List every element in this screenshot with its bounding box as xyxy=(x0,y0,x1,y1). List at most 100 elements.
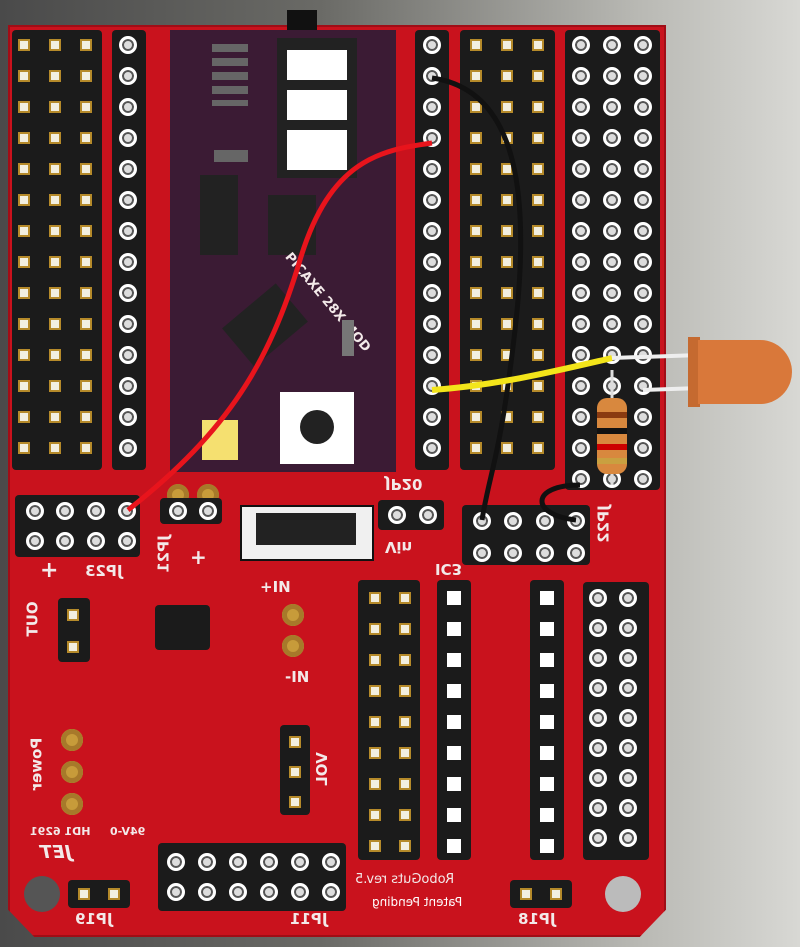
lower-hole[interactable] xyxy=(589,679,607,697)
out-pin[interactable] xyxy=(67,641,79,653)
lower-hole[interactable] xyxy=(619,739,637,757)
header-pin[interactable] xyxy=(501,256,513,268)
socket-pin[interactable] xyxy=(540,715,554,729)
header-hole[interactable] xyxy=(119,67,137,85)
header-hole[interactable] xyxy=(572,377,590,395)
ic3-pin[interactable] xyxy=(504,512,522,530)
vol-pin[interactable] xyxy=(289,736,301,748)
header-pin[interactable] xyxy=(18,256,30,268)
header-pin[interactable] xyxy=(532,380,544,392)
header-pin[interactable] xyxy=(18,225,30,237)
socket-pin[interactable] xyxy=(447,746,461,760)
lower-hole[interactable] xyxy=(619,679,637,697)
header-pin[interactable] xyxy=(18,39,30,51)
lower-hole[interactable] xyxy=(619,589,637,607)
jp11-pin[interactable] xyxy=(167,883,185,901)
power-pad[interactable] xyxy=(61,761,83,783)
header-pin[interactable] xyxy=(532,287,544,299)
header-hole[interactable] xyxy=(423,346,441,364)
header-hole[interactable] xyxy=(423,160,441,178)
jp18-pin[interactable] xyxy=(520,888,532,900)
lower-hole[interactable] xyxy=(619,829,637,847)
lower-pin[interactable] xyxy=(369,778,381,790)
socket-pin[interactable] xyxy=(447,622,461,636)
header-pin[interactable] xyxy=(470,163,482,175)
header-hole[interactable] xyxy=(572,408,590,426)
header-pin[interactable] xyxy=(501,318,513,330)
header-hole[interactable] xyxy=(119,129,137,147)
jp11-pin[interactable] xyxy=(229,883,247,901)
header-hole[interactable] xyxy=(572,253,590,271)
header-pin[interactable] xyxy=(80,163,92,175)
header-hole[interactable] xyxy=(119,377,137,395)
lower-hole[interactable] xyxy=(619,769,637,787)
socket-pin[interactable] xyxy=(447,653,461,667)
header-pin[interactable] xyxy=(532,349,544,361)
header-pin[interactable] xyxy=(532,163,544,175)
header-pin[interactable] xyxy=(470,132,482,144)
header-hole[interactable] xyxy=(423,98,441,116)
header-pin[interactable] xyxy=(49,39,61,51)
jp23-pin[interactable] xyxy=(56,532,74,550)
header-pin[interactable] xyxy=(49,225,61,237)
lower-hole[interactable] xyxy=(619,649,637,667)
lower-hole[interactable] xyxy=(619,799,637,817)
header-hole[interactable] xyxy=(119,253,137,271)
jp18-pin[interactable] xyxy=(550,888,562,900)
lower-pin[interactable] xyxy=(369,716,381,728)
jp11-pin[interactable] xyxy=(167,853,185,871)
header-pin[interactable] xyxy=(49,349,61,361)
header-pin[interactable] xyxy=(532,318,544,330)
header-pin[interactable] xyxy=(49,411,61,423)
power-switch[interactable] xyxy=(240,505,374,561)
out-pin[interactable] xyxy=(67,609,79,621)
header-pin[interactable] xyxy=(49,380,61,392)
header-pin[interactable] xyxy=(501,287,513,299)
vol-pin[interactable] xyxy=(289,796,301,808)
header-pin[interactable] xyxy=(470,287,482,299)
header-hole[interactable] xyxy=(603,191,621,209)
header-hole[interactable] xyxy=(423,439,441,457)
socket-pin[interactable] xyxy=(447,839,461,853)
header-hole[interactable] xyxy=(119,439,137,457)
lower-pin[interactable] xyxy=(399,654,411,666)
header-pin[interactable] xyxy=(18,70,30,82)
header-pin[interactable] xyxy=(49,442,61,454)
header-hole[interactable] xyxy=(603,284,621,302)
header-hole[interactable] xyxy=(119,408,137,426)
header-hole[interactable] xyxy=(603,315,621,333)
socket-pin[interactable] xyxy=(540,591,554,605)
socket-pin[interactable] xyxy=(447,715,461,729)
header-pin[interactable] xyxy=(80,256,92,268)
header-pin[interactable] xyxy=(49,256,61,268)
header-pin[interactable] xyxy=(532,39,544,51)
jp11-pin[interactable] xyxy=(229,853,247,871)
header-pin[interactable] xyxy=(49,163,61,175)
lower-hole[interactable] xyxy=(589,829,607,847)
header-hole[interactable] xyxy=(634,439,652,457)
jp21-pin[interactable] xyxy=(199,502,217,520)
header-pin[interactable] xyxy=(18,101,30,113)
jp11-pin[interactable] xyxy=(198,853,216,871)
header-pin[interactable] xyxy=(80,194,92,206)
header-hole[interactable] xyxy=(572,129,590,147)
lower-pin[interactable] xyxy=(369,654,381,666)
socket-pin[interactable] xyxy=(540,684,554,698)
jp23-pin[interactable] xyxy=(56,502,74,520)
header-pin[interactable] xyxy=(532,101,544,113)
header-pin[interactable] xyxy=(18,411,30,423)
header-hole[interactable] xyxy=(603,129,621,147)
header-hole[interactable] xyxy=(572,36,590,54)
header-pin[interactable] xyxy=(49,101,61,113)
header-pin[interactable] xyxy=(49,194,61,206)
header-pin[interactable] xyxy=(532,256,544,268)
header-pin[interactable] xyxy=(18,442,30,454)
lower-pin[interactable] xyxy=(399,809,411,821)
header-hole[interactable] xyxy=(572,284,590,302)
header-hole[interactable] xyxy=(119,160,137,178)
header-pin[interactable] xyxy=(470,225,482,237)
header-hole[interactable] xyxy=(572,160,590,178)
socket-pin[interactable] xyxy=(447,591,461,605)
lower-pin[interactable] xyxy=(399,685,411,697)
lower-hole[interactable] xyxy=(619,709,637,727)
